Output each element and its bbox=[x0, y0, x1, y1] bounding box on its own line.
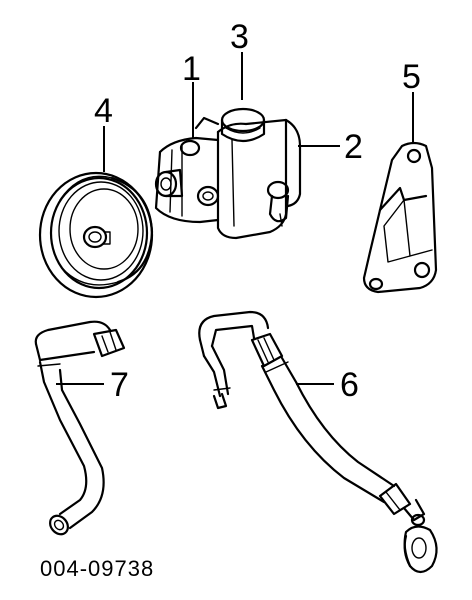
callout-7: 7 bbox=[110, 366, 129, 404]
callout-4: 4 bbox=[94, 92, 113, 130]
callout-6: 6 bbox=[340, 366, 359, 404]
leader-lines bbox=[56, 52, 414, 385]
callout-3: 3 bbox=[230, 18, 249, 56]
callout-1: 1 bbox=[182, 50, 201, 88]
callout-2: 2 bbox=[344, 128, 363, 166]
callout-5: 5 bbox=[402, 58, 421, 96]
power-steering-pump bbox=[154, 107, 302, 240]
mounting-bracket bbox=[362, 141, 438, 294]
diagram-part-number: 004-09738 bbox=[40, 556, 154, 581]
pulley bbox=[38, 171, 154, 299]
pressure-hose bbox=[198, 310, 438, 574]
return-hose bbox=[34, 320, 126, 536]
